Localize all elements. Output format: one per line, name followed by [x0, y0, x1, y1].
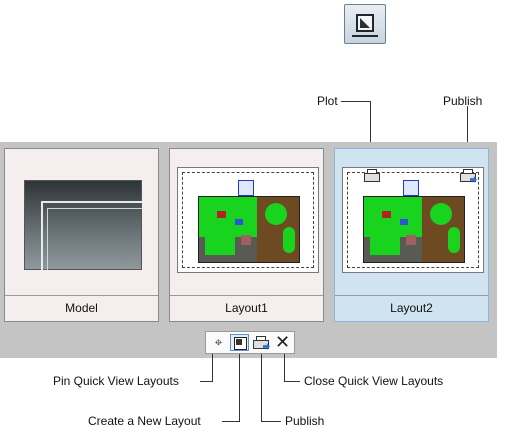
quick-view-layouts-button[interactable] [344, 4, 386, 44]
layout1-label: Layout1 [225, 301, 268, 315]
publish-icon [252, 336, 270, 350]
pin-callout-label: Pin Quick View Layouts [53, 374, 179, 388]
layout1-preview [177, 167, 319, 273]
model-label: Model [65, 301, 98, 315]
layout-quick-view-icon [356, 14, 374, 32]
layout2-thumbnail[interactable]: Layout2 [334, 148, 489, 322]
pin-leader-line [212, 354, 213, 382]
plot-icon[interactable] [363, 169, 380, 183]
publish-button[interactable] [251, 334, 270, 351]
layout1-thumbnail[interactable]: Layout1 [169, 148, 324, 322]
create-leader-line [239, 354, 240, 422]
create-new-layout-icon [234, 337, 247, 350]
quick-view-toolbar: ⌖ ✕ [205, 331, 295, 354]
pcb-drawing-preview [198, 196, 300, 263]
plot-leader-line [341, 101, 370, 102]
close-quick-view-layouts-button[interactable]: ✕ [273, 332, 292, 352]
pin-quick-view-layouts-button[interactable]: ⌖ [209, 334, 228, 351]
plot-callout-label: Plot [317, 94, 338, 108]
pin-icon: ⌖ [214, 334, 223, 350]
model-preview-image [24, 180, 143, 271]
layout2-label: Layout2 [390, 301, 433, 315]
quick-view-layouts-strip: Model Layout1 [0, 142, 497, 358]
publish-icon[interactable] [459, 169, 477, 183]
publish-leader-line [467, 106, 468, 162]
pcb-drawing-preview [363, 196, 465, 263]
close-leader-line [284, 354, 285, 382]
publish-bottom-leader-line [261, 354, 262, 422]
model-thumbnail[interactable]: Model [4, 148, 159, 322]
close-icon: ✕ [274, 332, 291, 352]
publish-callout-label: Publish [443, 94, 483, 108]
layout2-preview [342, 167, 484, 273]
create-callout-label: Create a New Layout [88, 414, 201, 428]
create-new-layout-button[interactable] [230, 334, 249, 351]
close-callout-label: Close Quick View Layouts [304, 374, 444, 388]
publish-bottom-callout-label: Publish [285, 414, 325, 428]
